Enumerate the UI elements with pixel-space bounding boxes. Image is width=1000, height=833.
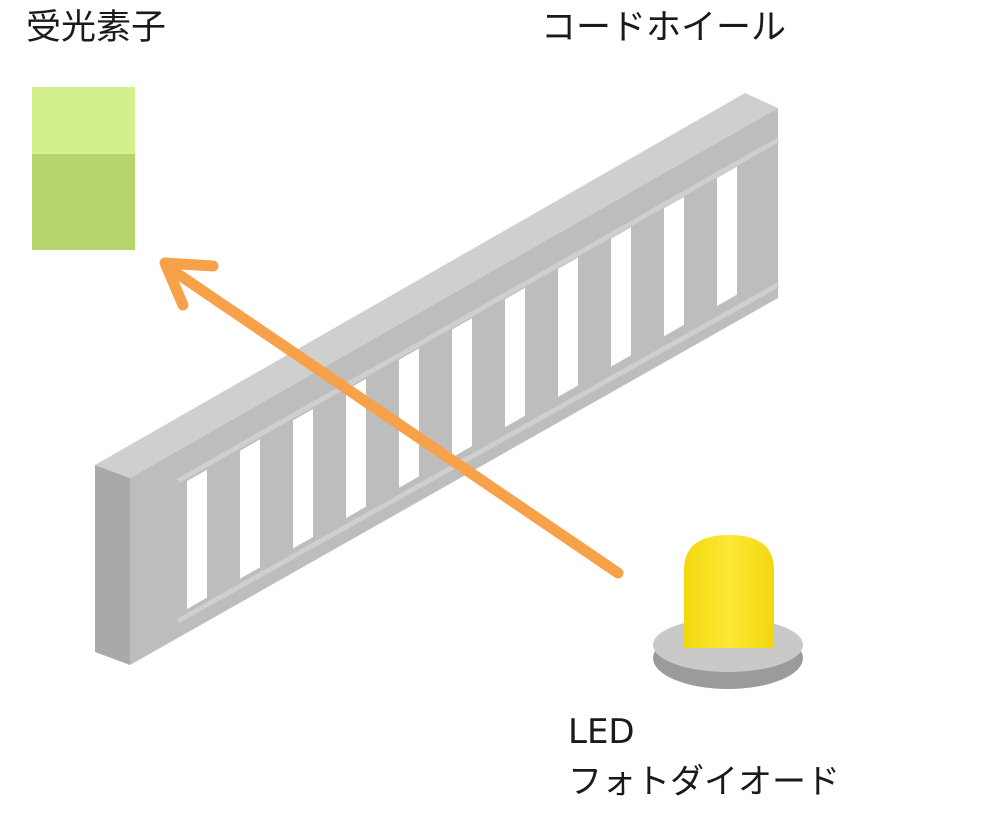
- code-wheel-slot: [399, 348, 419, 488]
- light-path-arrow-icon: [159, 257, 624, 579]
- led-emitter-icon: [653, 535, 803, 689]
- code-wheel-slot: [240, 439, 260, 579]
- code-wheel-slot: [558, 257, 578, 397]
- arrow-shaft: [166, 264, 624, 579]
- code-wheel-label: コードホイール: [541, 8, 787, 48]
- code-wheel-icon: [95, 93, 780, 665]
- led-label-line2: フォトダイオード: [568, 762, 840, 802]
- receiver-label: 受光素子: [26, 8, 167, 48]
- receiver-front-face: [32, 152, 135, 250]
- code-wheel-slot: [717, 166, 737, 306]
- receiver-top-face: [32, 87, 135, 154]
- code-wheel-slot: [346, 378, 366, 519]
- arrow-head: [159, 257, 219, 311]
- led-label: LED フォトダイオード: [568, 707, 840, 807]
- code-wheel-rail-top: [176, 137, 780, 484]
- code-wheel-slot: [505, 287, 525, 428]
- led-body: [684, 535, 774, 648]
- code-wheel-slot: [664, 196, 684, 337]
- receiver-cube-icon: [32, 87, 135, 250]
- code-wheel-slot: [611, 227, 631, 367]
- led-label-line1: LED: [568, 712, 635, 752]
- code-wheel-top-edge: [95, 93, 778, 478]
- code-wheel-slots: [187, 166, 737, 609]
- code-wheel-slot: [187, 469, 207, 609]
- code-wheel-slot: [452, 318, 472, 458]
- code-wheel-rail-bottom: [176, 282, 780, 624]
- code-wheel-slot: [293, 409, 313, 549]
- code-wheel-side-edge: [95, 465, 130, 665]
